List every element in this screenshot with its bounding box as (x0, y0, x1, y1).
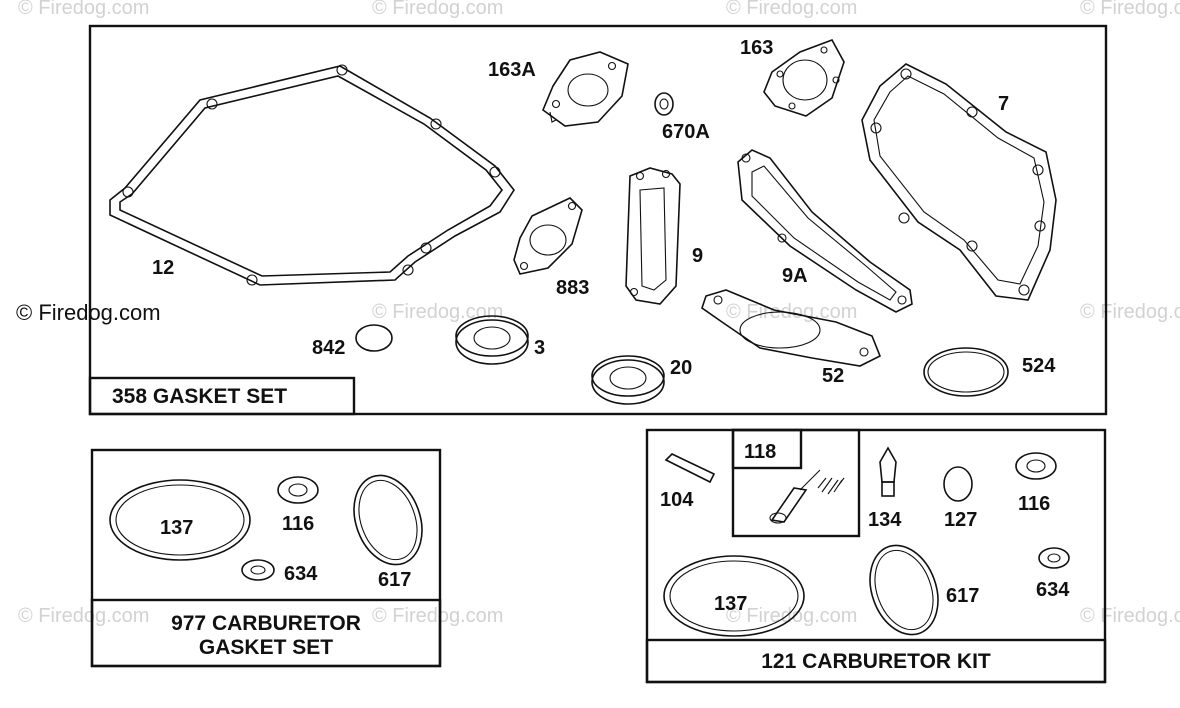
part-670a-washer (654, 92, 674, 116)
label-883: 883 (556, 277, 589, 299)
part-163a-gasket (542, 51, 629, 127)
part-883-gasket (513, 197, 583, 275)
label-3: 3 (534, 337, 545, 359)
label-617: 617 (378, 569, 411, 591)
gasket-set-panel: 358 GASKET SET 12 163A (88, 24, 1108, 416)
label-12: 12 (152, 257, 174, 279)
part-137-ring (109, 479, 251, 561)
label-116-kit: 116 (1018, 493, 1050, 515)
label-137: 137 (160, 517, 193, 539)
part-116-washer (277, 476, 319, 504)
watermark: © Firedog.com (726, 605, 857, 627)
watermark: © Firedog.com (372, 605, 503, 627)
label-127: 127 (944, 509, 977, 531)
label-670a: 670A (662, 121, 710, 143)
watermark: © Firedog.com (18, 0, 149, 19)
part-127-plug (943, 466, 973, 502)
label-9a: 9A (782, 265, 808, 287)
label-163: 163 (740, 37, 773, 59)
part-118-label-box (731, 428, 803, 470)
carb-gasket-set-title-box (90, 598, 442, 668)
part-163-gasket (763, 39, 845, 117)
part-134-inlet-needle (879, 446, 897, 497)
part-617-ring (353, 474, 423, 566)
carb-kit-panel: 121 CARBURETOR KIT 104 118 134 127 (645, 428, 1107, 684)
carb-gasket-set-title-line2: GASKET SET (199, 636, 333, 659)
label-842: 842 (312, 337, 345, 359)
carb-kit-title-box (645, 638, 1107, 684)
label-137-kit: 137 (714, 593, 747, 615)
part-137-ring-kit (663, 555, 805, 637)
carb-gasket-set-title-line1: 977 CARBURETOR (171, 612, 361, 635)
part-634-washer (241, 559, 275, 581)
label-104: 104 (660, 489, 694, 511)
part-634-washer-kit (1038, 547, 1070, 569)
watermark: © Firedog.com (1080, 0, 1180, 19)
label-116: 116 (282, 513, 314, 535)
part-524-ring (923, 347, 1009, 397)
label-9: 9 (692, 245, 703, 267)
watermark: © Firedog.com (18, 605, 149, 627)
label-634-kit: 634 (1036, 579, 1070, 601)
part-52-gasket (701, 289, 882, 367)
part-20-oil-seal (591, 355, 665, 405)
part-3-oil-seal (455, 315, 529, 365)
gasket-set-frame (88, 24, 1108, 416)
label-524: 524 (1022, 355, 1056, 377)
label-118: 118 (744, 441, 776, 463)
gasket-set-title: 358 GASKET SET (112, 385, 287, 408)
watermark: © Firedog.com (726, 0, 857, 19)
gasket-set-title-box (88, 376, 356, 416)
part-617-ring-kit (869, 544, 939, 636)
label-634: 634 (284, 563, 318, 585)
copyright-credit: © Firedog.com (16, 300, 161, 325)
watermark: © Firedog.com (726, 301, 857, 323)
part-9-gasket (625, 167, 681, 305)
watermark: © Firedog.com (372, 0, 503, 19)
part-104-pin (664, 453, 716, 484)
label-163a: 163A (488, 59, 536, 81)
part-12-crankcase-gasket (109, 64, 515, 286)
part-116-washer-kit (1015, 452, 1057, 480)
carb-kit-title: 121 CARBURETOR KIT (761, 650, 991, 673)
part-7-head-gasket (861, 63, 1057, 301)
part-118-needle-spring (769, 469, 845, 524)
label-20: 20 (670, 357, 692, 379)
carb-gasket-set-panel: 977 CARBURETOR GASKET SET 137 116 634 61… (90, 448, 442, 668)
part-842-ring (355, 324, 393, 352)
label-7: 7 (998, 93, 1009, 115)
part-9a-gasket (737, 149, 913, 313)
watermark: © Firedog.com (1080, 301, 1180, 323)
watermark: © Firedog.com (372, 301, 503, 323)
label-134: 134 (868, 509, 902, 531)
label-52: 52 (822, 365, 844, 387)
label-617-kit: 617 (946, 585, 979, 607)
watermark: © Firedog.com (1080, 605, 1180, 627)
